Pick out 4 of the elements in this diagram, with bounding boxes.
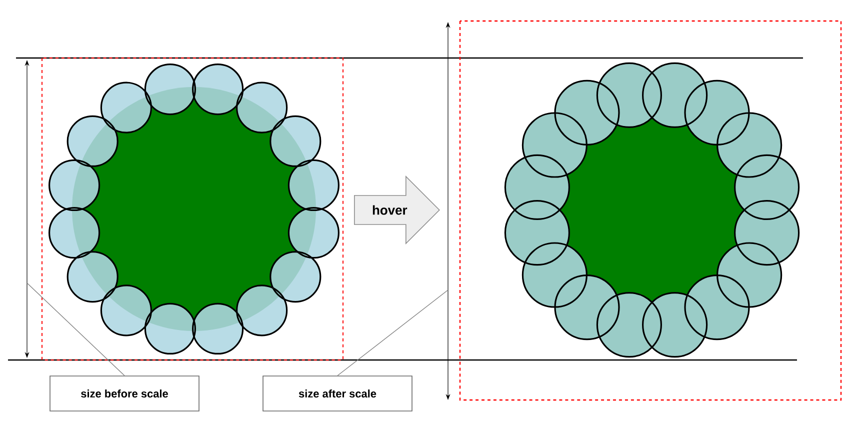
- leader-line: [337, 290, 448, 376]
- label-box: size before scale: [50, 376, 200, 412]
- leader-line: [26, 282, 125, 376]
- label-box: size after scale: [262, 376, 412, 412]
